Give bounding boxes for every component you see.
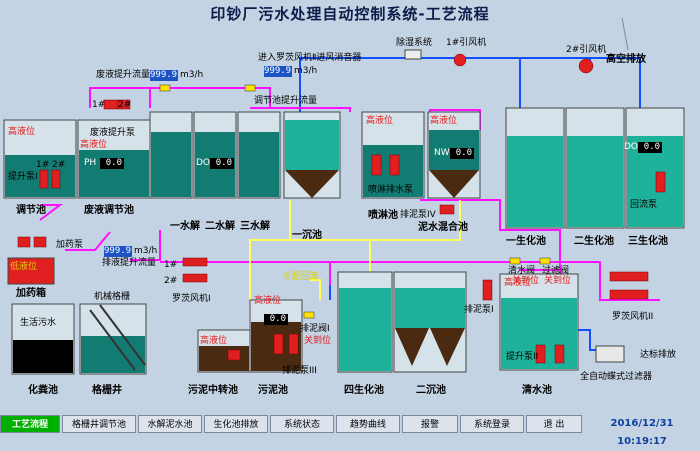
paiye-flow-readout: 999.9 — [104, 246, 132, 257]
label-luoci2: 罗茨风机II — [612, 312, 654, 322]
paiye-flow-unit: m3/h — [134, 246, 158, 256]
tab-hydrolysis[interactable]: 水解泥水池 — [138, 415, 202, 433]
label-paiye-liuliang: 排液提升流量 — [102, 258, 157, 268]
label-erjie: 二水解 — [205, 221, 235, 232]
alarm-nihun-high: 高液位 — [430, 116, 458, 126]
label-chushi: 除湿系统 — [396, 38, 433, 48]
tab-login[interactable]: 系统登录 — [460, 415, 524, 433]
pipe-dosing — [39, 204, 111, 251]
label-filter: 全自动蝶式过滤器 — [580, 372, 653, 382]
alarm-jiayao-low: 低液位 — [10, 262, 38, 272]
label-wuni-huiliu: 污泥回流 — [282, 272, 319, 282]
pump-label-5: 1# — [164, 260, 178, 270]
tab-alarm[interactable]: 报警 — [402, 415, 458, 433]
label-paini-fa: 排泥阀I — [300, 324, 330, 334]
tab-screen-tank[interactable]: 格栅井调节池 — [62, 415, 136, 433]
pipe-yellow2 — [310, 279, 321, 300]
label-tiaojie-liuliang: 调节池提升流量 — [254, 96, 318, 106]
label-yinfeng2: 2#引风机 — [566, 45, 607, 55]
label-penlin: 喷淋池 — [368, 210, 398, 221]
label-jixie-geshan: 机械格栅 — [94, 292, 131, 302]
pipe-lift — [130, 230, 161, 261]
label-yijie: 一水解 — [170, 221, 200, 232]
alarm-wuni-zhuan-high: 高液位 — [200, 336, 228, 346]
label-paini3: 排泥泵III — [282, 366, 317, 376]
ph-readout: 0.0 — [100, 158, 124, 169]
label-paini4: 排泥泵IV — [400, 210, 436, 220]
tab-trend[interactable]: 趋势曲线 — [336, 415, 400, 433]
label-geshan: 格栅井 — [92, 385, 122, 396]
status-guolv-fa: 关到位 — [544, 276, 572, 286]
pumps — [17, 53, 666, 364]
pipe-feed2 — [250, 107, 351, 112]
label-qingshui-fa: 清水阀 — [508, 266, 536, 276]
tiaojie-flow-readout: 999.9 — [264, 66, 292, 77]
do2-label: DO — [624, 142, 639, 152]
tiaojie-flow-unit: m3/h — [294, 66, 318, 76]
label-huafen: 化粪池 — [28, 385, 58, 396]
label-tiaojie: 调节池 — [16, 205, 46, 216]
label-penlin-beng: 喷淋排水泵 — [368, 185, 414, 195]
page-title: 印钞厂污水处理自动控制系统-工艺流程 — [210, 5, 490, 23]
pump-label-6: 2# — [164, 276, 178, 286]
label-dabiao: 达标排放 — [640, 350, 677, 360]
alarm-tiaojie-high: 高液位 — [8, 127, 36, 137]
label-shenghuo: 生活污水 — [20, 318, 57, 328]
tab-system-status[interactable]: 系统状态 — [270, 415, 334, 433]
do1-label: DO — [196, 158, 211, 168]
dehumidifier-unit — [404, 49, 422, 60]
ph-label: PH — [84, 158, 97, 168]
pump-label-1: 1# — [36, 160, 50, 170]
pump-label-3: 1# — [92, 100, 106, 110]
label-luoci1: 罗茨风机I — [172, 294, 211, 304]
label-feiye-tiaojie: 废液调节池 — [84, 205, 134, 216]
label-erchen: 二沉池 — [416, 385, 446, 396]
datetime-display: 2016/12/31 10:19:17 — [584, 415, 700, 447]
tab-process[interactable]: 工艺流程 — [0, 415, 60, 433]
label-jiayao-beng: 加药泵 — [56, 240, 84, 250]
label-guolv-fa: 过滤阀 — [542, 266, 570, 276]
feiye-flow-unit: m3/h — [180, 70, 204, 80]
pipe-air — [299, 57, 641, 120]
alarm-qingshui-high: 高液位 — [504, 278, 532, 288]
nw-label: NW — [434, 148, 450, 158]
label-jiayaoxiang: 加药箱 — [16, 288, 46, 299]
label-tisheng-beng: 提升泵I — [8, 172, 38, 182]
label-luoci-inlet: 进入罗茨风机Ⅱ进风消音器 — [258, 53, 362, 63]
alarm-penlin-high: 高液位 — [366, 116, 394, 126]
status-qingshui-fa: 关到位 — [512, 276, 540, 286]
label-sanjie: 三水解 — [240, 221, 270, 232]
label-paini1: 排泥泵I — [464, 305, 494, 315]
do1-readout: 0.0 — [210, 158, 234, 169]
pump-label-4: 2# — [118, 100, 132, 110]
wuni-level-readout: 0.0 — [264, 314, 288, 325]
label-sisheng: 四生化池 — [344, 385, 384, 396]
do2-readout: 0.0 — [638, 142, 662, 153]
label-yisheng: 一生化池 — [506, 236, 546, 247]
label-wuni: 污泥池 — [258, 385, 288, 396]
status-paini-fa: 关到位 — [304, 336, 332, 346]
filter-unit — [595, 345, 625, 363]
valves — [159, 84, 551, 319]
label-sansheng: 三生化池 — [628, 236, 668, 247]
label-wuni-zhuan: 污泥中转池 — [188, 385, 238, 396]
process-diagram — [3, 17, 685, 375]
label-qingshui: 清水池 — [522, 385, 552, 396]
nw-readout: 0.0 — [450, 148, 474, 159]
label-yinfeng1: 1#引风机 — [446, 38, 487, 48]
alarm-wuni-high: 高液位 — [254, 296, 282, 306]
label-nihun: 泥水混合池 — [418, 222, 468, 233]
feiye-flow-readout: 999.9 — [150, 70, 178, 81]
label-feiye-beng: 废液提升泵 — [90, 128, 136, 138]
label-tisheng2: 提升泵II — [506, 352, 539, 362]
label-gaokong: 高空排放 — [606, 54, 646, 65]
tab-exit[interactable]: 退 出 — [526, 415, 582, 433]
alarm-feiye-high: 高液位 — [80, 140, 108, 150]
pump-label-2: 2# — [52, 160, 66, 170]
label-feiye-liuliang: 废液提升流量 — [96, 70, 151, 80]
tab-biochem[interactable]: 生化池排放 — [204, 415, 268, 433]
label-huiliu: 回流泵 — [630, 200, 658, 210]
label-yichen: 一沉池 — [292, 230, 322, 241]
label-ersheng: 二生化池 — [574, 236, 614, 247]
